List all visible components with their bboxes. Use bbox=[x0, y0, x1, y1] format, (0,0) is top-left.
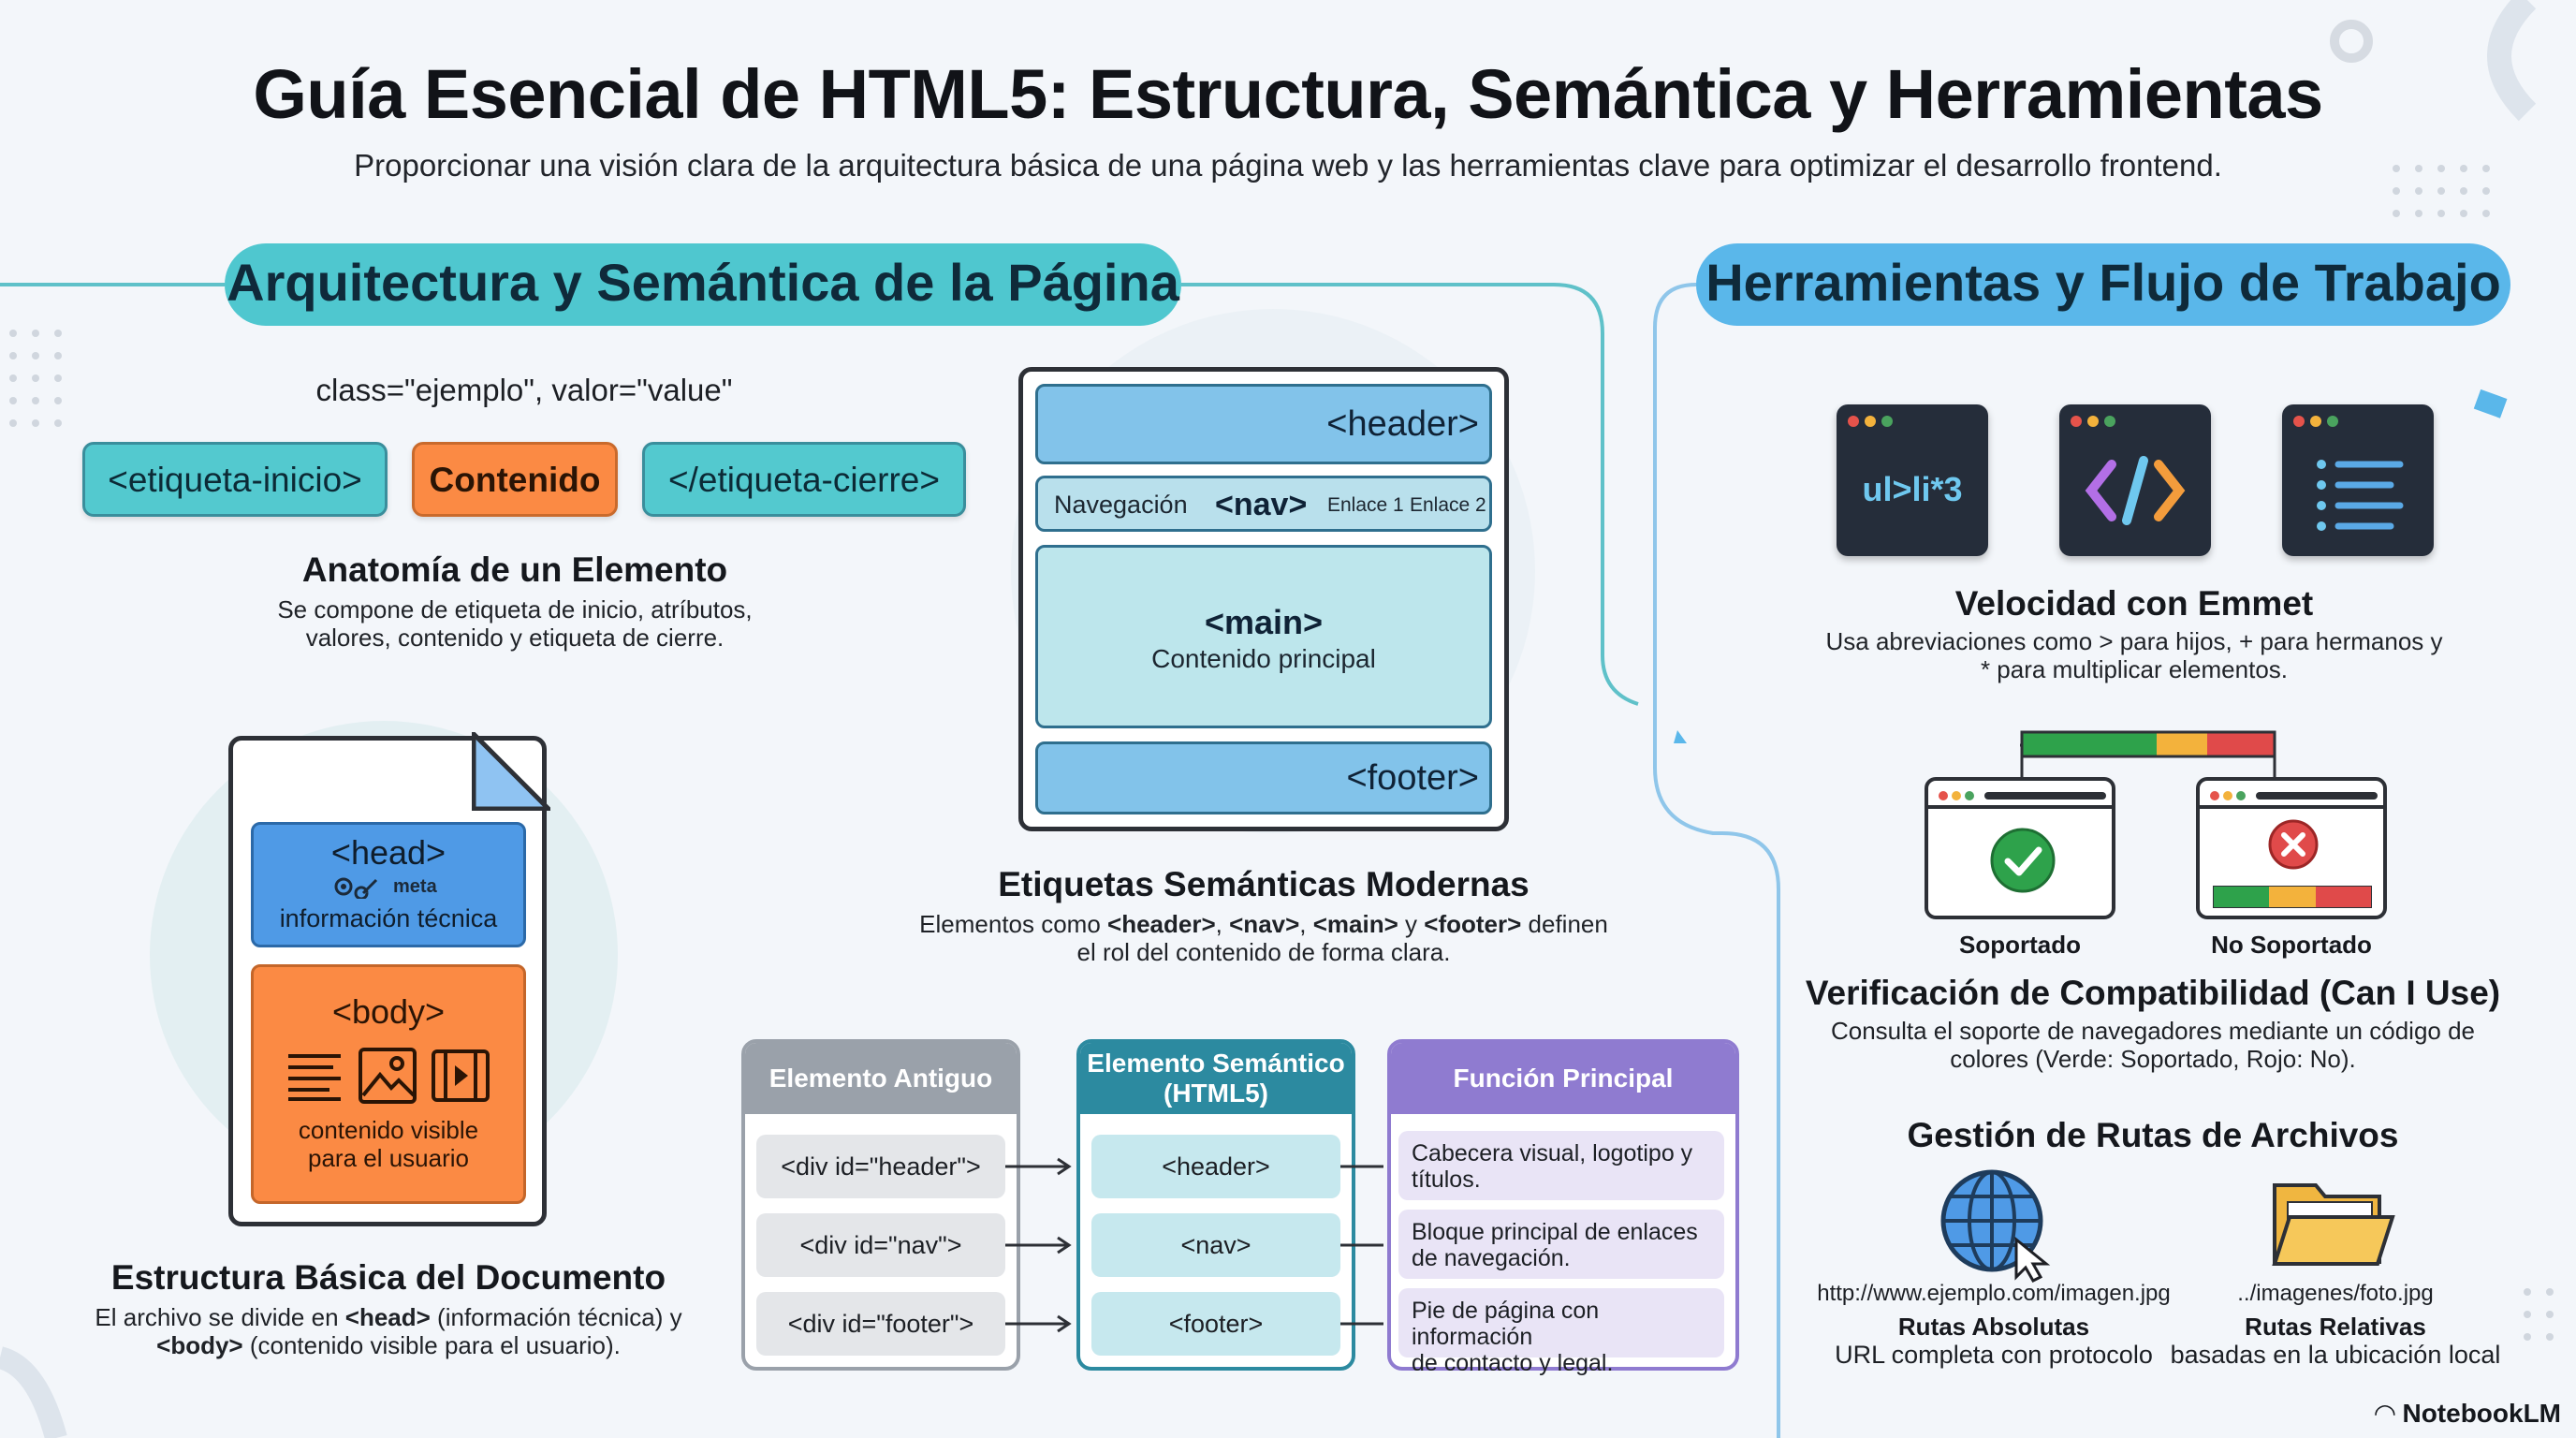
absolute-path-title: Rutas Absolutas bbox=[1897, 1313, 2090, 1341]
semantic-element-cell: <footer> bbox=[1091, 1292, 1340, 1356]
layout-nav-text: Navegación bbox=[1054, 491, 1188, 519]
relative-path-url: ../imagenes/foto.jpg bbox=[2237, 1281, 2434, 1306]
paths-title: Gestión de Rutas de Archivos bbox=[1907, 1116, 2399, 1154]
video-icon bbox=[432, 1049, 490, 1102]
unsupported-browser-window bbox=[2196, 777, 2387, 919]
list-icon bbox=[2282, 404, 2434, 556]
head-text: información técnica bbox=[279, 904, 498, 932]
body-text-line2: para el usuario bbox=[308, 1144, 469, 1172]
anatomy-desc-line1: Se compone de etiqueta de inicio, atríbu… bbox=[277, 595, 753, 624]
section-title-tools: Herramientas y Flujo de Trabajo bbox=[1696, 243, 2510, 326]
error-icon bbox=[2268, 819, 2319, 870]
document-desc-line1: El archivo se divide en <head> (informac… bbox=[95, 1303, 682, 1331]
semantic-element-cell: <nav> bbox=[1091, 1213, 1340, 1277]
supported-label: Soportado bbox=[1959, 931, 2081, 959]
layout-header-bar bbox=[1035, 384, 1492, 464]
notebooklm-logo: ◠ NotebookLM bbox=[2375, 1399, 2561, 1428]
absolute-path-desc: URL completa con protocolo bbox=[1835, 1341, 2153, 1369]
compatibility-desc-line1: Consulta el soporte de navegadores media… bbox=[1830, 1017, 2476, 1045]
page-subtitle: Proporcionar una visión clara de la arqu… bbox=[354, 148, 2222, 183]
emmet-desc-line1: Usa abreviaciones como > para hijos, + p… bbox=[1825, 627, 2443, 655]
anatomy-desc-line2: valores, contenido y etiqueta de cierre. bbox=[305, 624, 724, 652]
compatibility-bar-connector bbox=[2018, 730, 2276, 785]
semantic-element-header: Elemento Semántico(HTML5) bbox=[1080, 1043, 1352, 1114]
layout-footer-bar bbox=[1035, 741, 1492, 814]
absolute-path-url: http://www.ejemplo.com/imagen.jpg bbox=[1817, 1281, 2171, 1306]
layout-footer-label: <footer> bbox=[1346, 758, 1479, 798]
head-section bbox=[251, 822, 526, 947]
old-element-cell: <div id="nav"> bbox=[756, 1213, 1005, 1277]
emmet-desc-line2: * para multiplicar elementos. bbox=[1980, 655, 2289, 683]
folder-icon bbox=[2272, 1183, 2395, 1266]
layout-main-text: Contenido principal bbox=[1151, 644, 1376, 673]
semantic-title: Etiquetas Semánticas Modernas bbox=[998, 865, 1530, 903]
layout-header-label: <header> bbox=[1326, 404, 1479, 444]
document-fold-icon bbox=[472, 732, 550, 811]
semantic-desc-line2: el rol del contenido de forma clara. bbox=[1076, 938, 1451, 966]
relative-path-title: Rutas Relativas bbox=[2245, 1313, 2426, 1341]
check-icon bbox=[1990, 828, 2056, 893]
image-icon bbox=[359, 1048, 417, 1104]
layout-main-label: <main> bbox=[1204, 603, 1324, 641]
content-box: Contenido bbox=[412, 442, 618, 517]
old-element-cell: <div id="header"> bbox=[756, 1135, 1005, 1198]
compatibility-desc-line2: colores (Verde: Soportado, Rojo: No). bbox=[1950, 1045, 2356, 1073]
start-tag-box: <etiqueta-inicio> bbox=[82, 442, 388, 517]
head-meta-label: meta bbox=[393, 876, 437, 897]
head-tag-label: <head> bbox=[330, 833, 446, 872]
function-header: Función Principal bbox=[1391, 1043, 1735, 1114]
body-tag-label: <body> bbox=[331, 992, 446, 1031]
layout-nav-link1: Enlace 1 bbox=[1327, 494, 1404, 516]
semantic-desc-line1: Elementos como <header>, <nav>, <main> y… bbox=[919, 910, 1608, 938]
attributes-text: class="ejemplo", valor="value" bbox=[315, 373, 733, 407]
globe-icon bbox=[1940, 1169, 2051, 1283]
emmet-terminal-icon: ul>li*3 bbox=[1837, 404, 1988, 556]
layout-nav-label: <nav> bbox=[1215, 487, 1308, 522]
emmet-abbreviation-text: ul>li*3 bbox=[1862, 470, 1963, 508]
body-text-line1: contenido visible bbox=[298, 1116, 479, 1144]
document-title: Estructura Básica del Documento bbox=[110, 1258, 666, 1297]
table-arrows bbox=[1005, 1157, 1383, 1333]
layout-main-area bbox=[1035, 545, 1492, 728]
relative-path-desc: basadas en la ubicación local bbox=[2170, 1341, 2501, 1369]
text-lines-icon bbox=[288, 1054, 341, 1101]
layout-nav-bar bbox=[1035, 476, 1492, 532]
layout-nav-link2: Enlace 2 bbox=[1410, 494, 1486, 516]
old-element-header: Elemento Antiguo bbox=[745, 1043, 1017, 1114]
code-icon bbox=[2059, 404, 2211, 556]
end-tag-box: </etiqueta-cierre> bbox=[642, 442, 966, 517]
section-title-architecture: Arquitectura y Semántica de la Página bbox=[225, 243, 1181, 326]
gear-icon bbox=[334, 877, 378, 899]
notebooklm-icon: ◠ bbox=[2375, 1399, 2403, 1428]
emmet-title: Velocidad con Emmet bbox=[1954, 584, 2314, 623]
semantic-element-cell: <header> bbox=[1091, 1135, 1340, 1198]
old-element-cell: <div id="footer"> bbox=[756, 1292, 1005, 1356]
anatomy-title: Anatomía de un Elemento bbox=[301, 550, 728, 589]
compatibility-mini-bar bbox=[2213, 886, 2372, 908]
supported-browser-window bbox=[1925, 777, 2115, 919]
not-supported-label: No Soportado bbox=[2211, 931, 2372, 959]
page-title: Guía Esencial de HTML5: Estructura, Semá… bbox=[253, 55, 2323, 133]
document-desc-line2: <body> (contenido visible para el usuari… bbox=[156, 1331, 621, 1359]
compatibility-title: Verificación de Compatibilidad (Can I Us… bbox=[1805, 974, 2501, 1012]
